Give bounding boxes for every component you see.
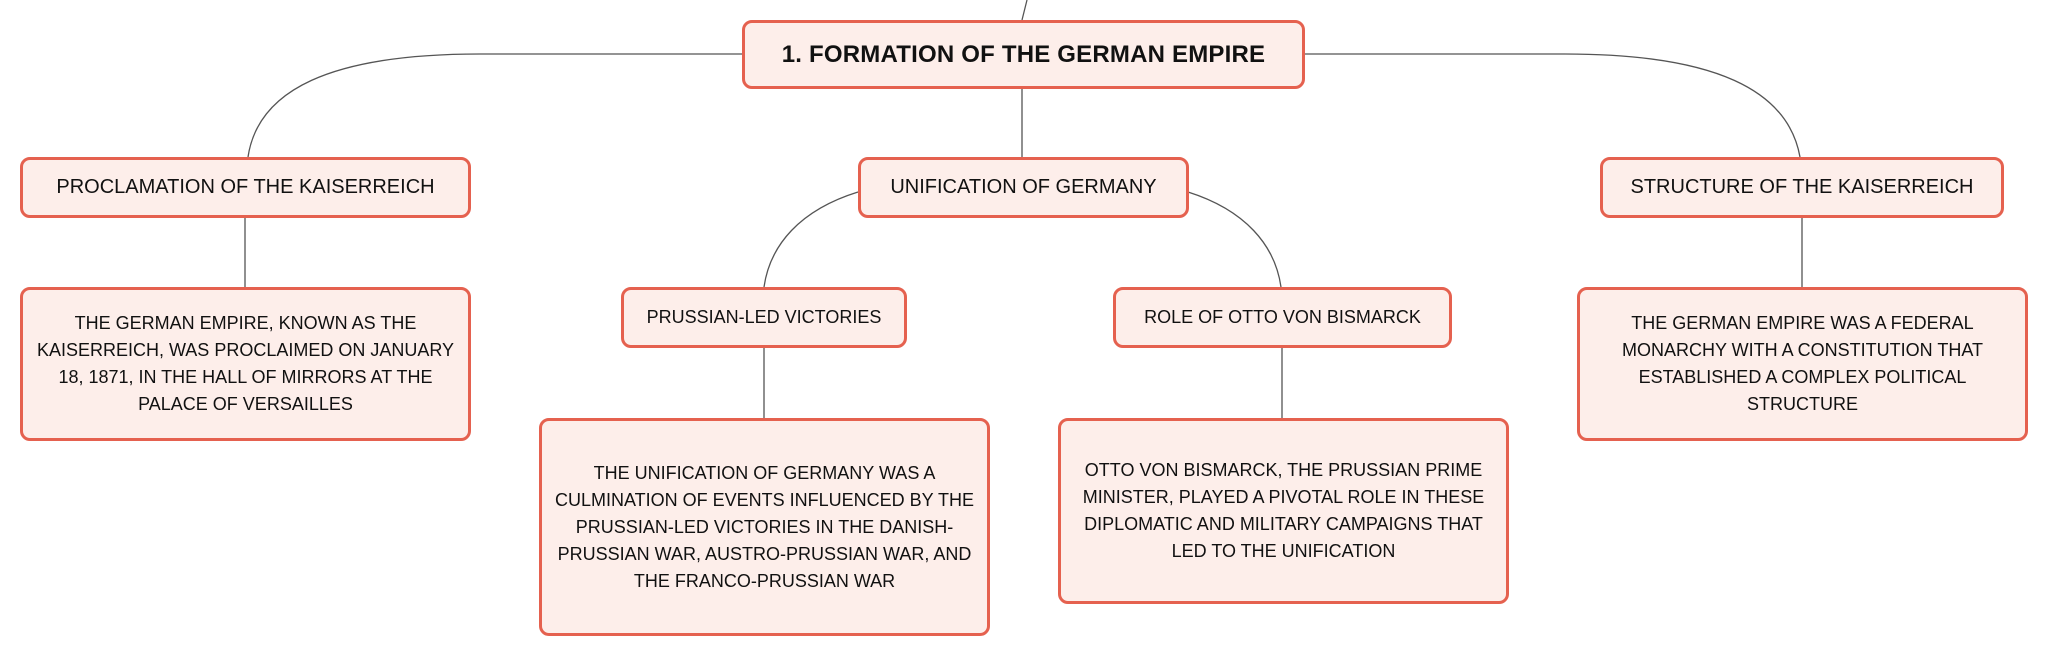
detail-text: THE GERMAN EMPIRE WAS A FEDERAL MONARCHY… (1621, 313, 1983, 414)
detail-text: THE UNIFICATION OF GERMANY WAS A CULMINA… (554, 462, 975, 591)
detail-node-bismarck[interactable]: OTTO VON BISMARCK, THE PRUSSIAN PRIME MI… (1058, 418, 1509, 604)
detail-text: THE GERMAN EMPIRE, KNOWN AS THE KAISERRE… (36, 313, 455, 414)
connector-unification-to-bismarck (1187, 191, 1282, 288)
subtopic-label: PRUSSIAN-LED VICTORIES (646, 307, 882, 327)
detail-node-prussian[interactable]: THE UNIFICATION OF GERMANY WAS A CULMINA… (539, 418, 990, 636)
detail-node-structure[interactable]: THE GERMAN EMPIRE WAS A FEDERAL MONARCHY… (1577, 287, 2028, 441)
topic-label: STRUCTURE OF THE KAISERREICH (1630, 176, 1974, 198)
root-node[interactable]: 1. FORMATION OF THE GERMAN EMPIRE (742, 20, 1305, 89)
connector-root-to-parent (1021, 0, 1028, 21)
detail-text: OTTO VON BISMARCK, THE PRUSSIAN PRIME MI… (1082, 460, 1485, 561)
topic-node-structure[interactable]: STRUCTURE OF THE KAISERREICH (1600, 157, 2004, 218)
connector-unification-to-prussian (763, 191, 859, 288)
subtopic-node-prussian[interactable]: PRUSSIAN-LED VICTORIES (621, 287, 907, 348)
subtopic-node-bismarck[interactable]: ROLE OF OTTO VON BISMARCK (1113, 287, 1452, 348)
topic-label: UNIFICATION OF GERMANY (890, 176, 1157, 198)
topic-node-proclamation[interactable]: PROCLAMATION OF THE KAISERREICH (20, 157, 471, 218)
connector-root-to-proclamation (247, 53, 742, 158)
topic-node-unification[interactable]: UNIFICATION OF GERMANY (858, 157, 1189, 218)
topic-label: PROCLAMATION OF THE KAISERREICH (56, 176, 435, 198)
connector-root-to-structure (1305, 53, 1801, 158)
subtopic-label: ROLE OF OTTO VON BISMARCK (1144, 307, 1421, 327)
root-label: 1. FORMATION OF THE GERMAN EMPIRE (781, 40, 1266, 68)
detail-node-proclamation[interactable]: THE GERMAN EMPIRE, KNOWN AS THE KAISERRE… (20, 287, 471, 441)
